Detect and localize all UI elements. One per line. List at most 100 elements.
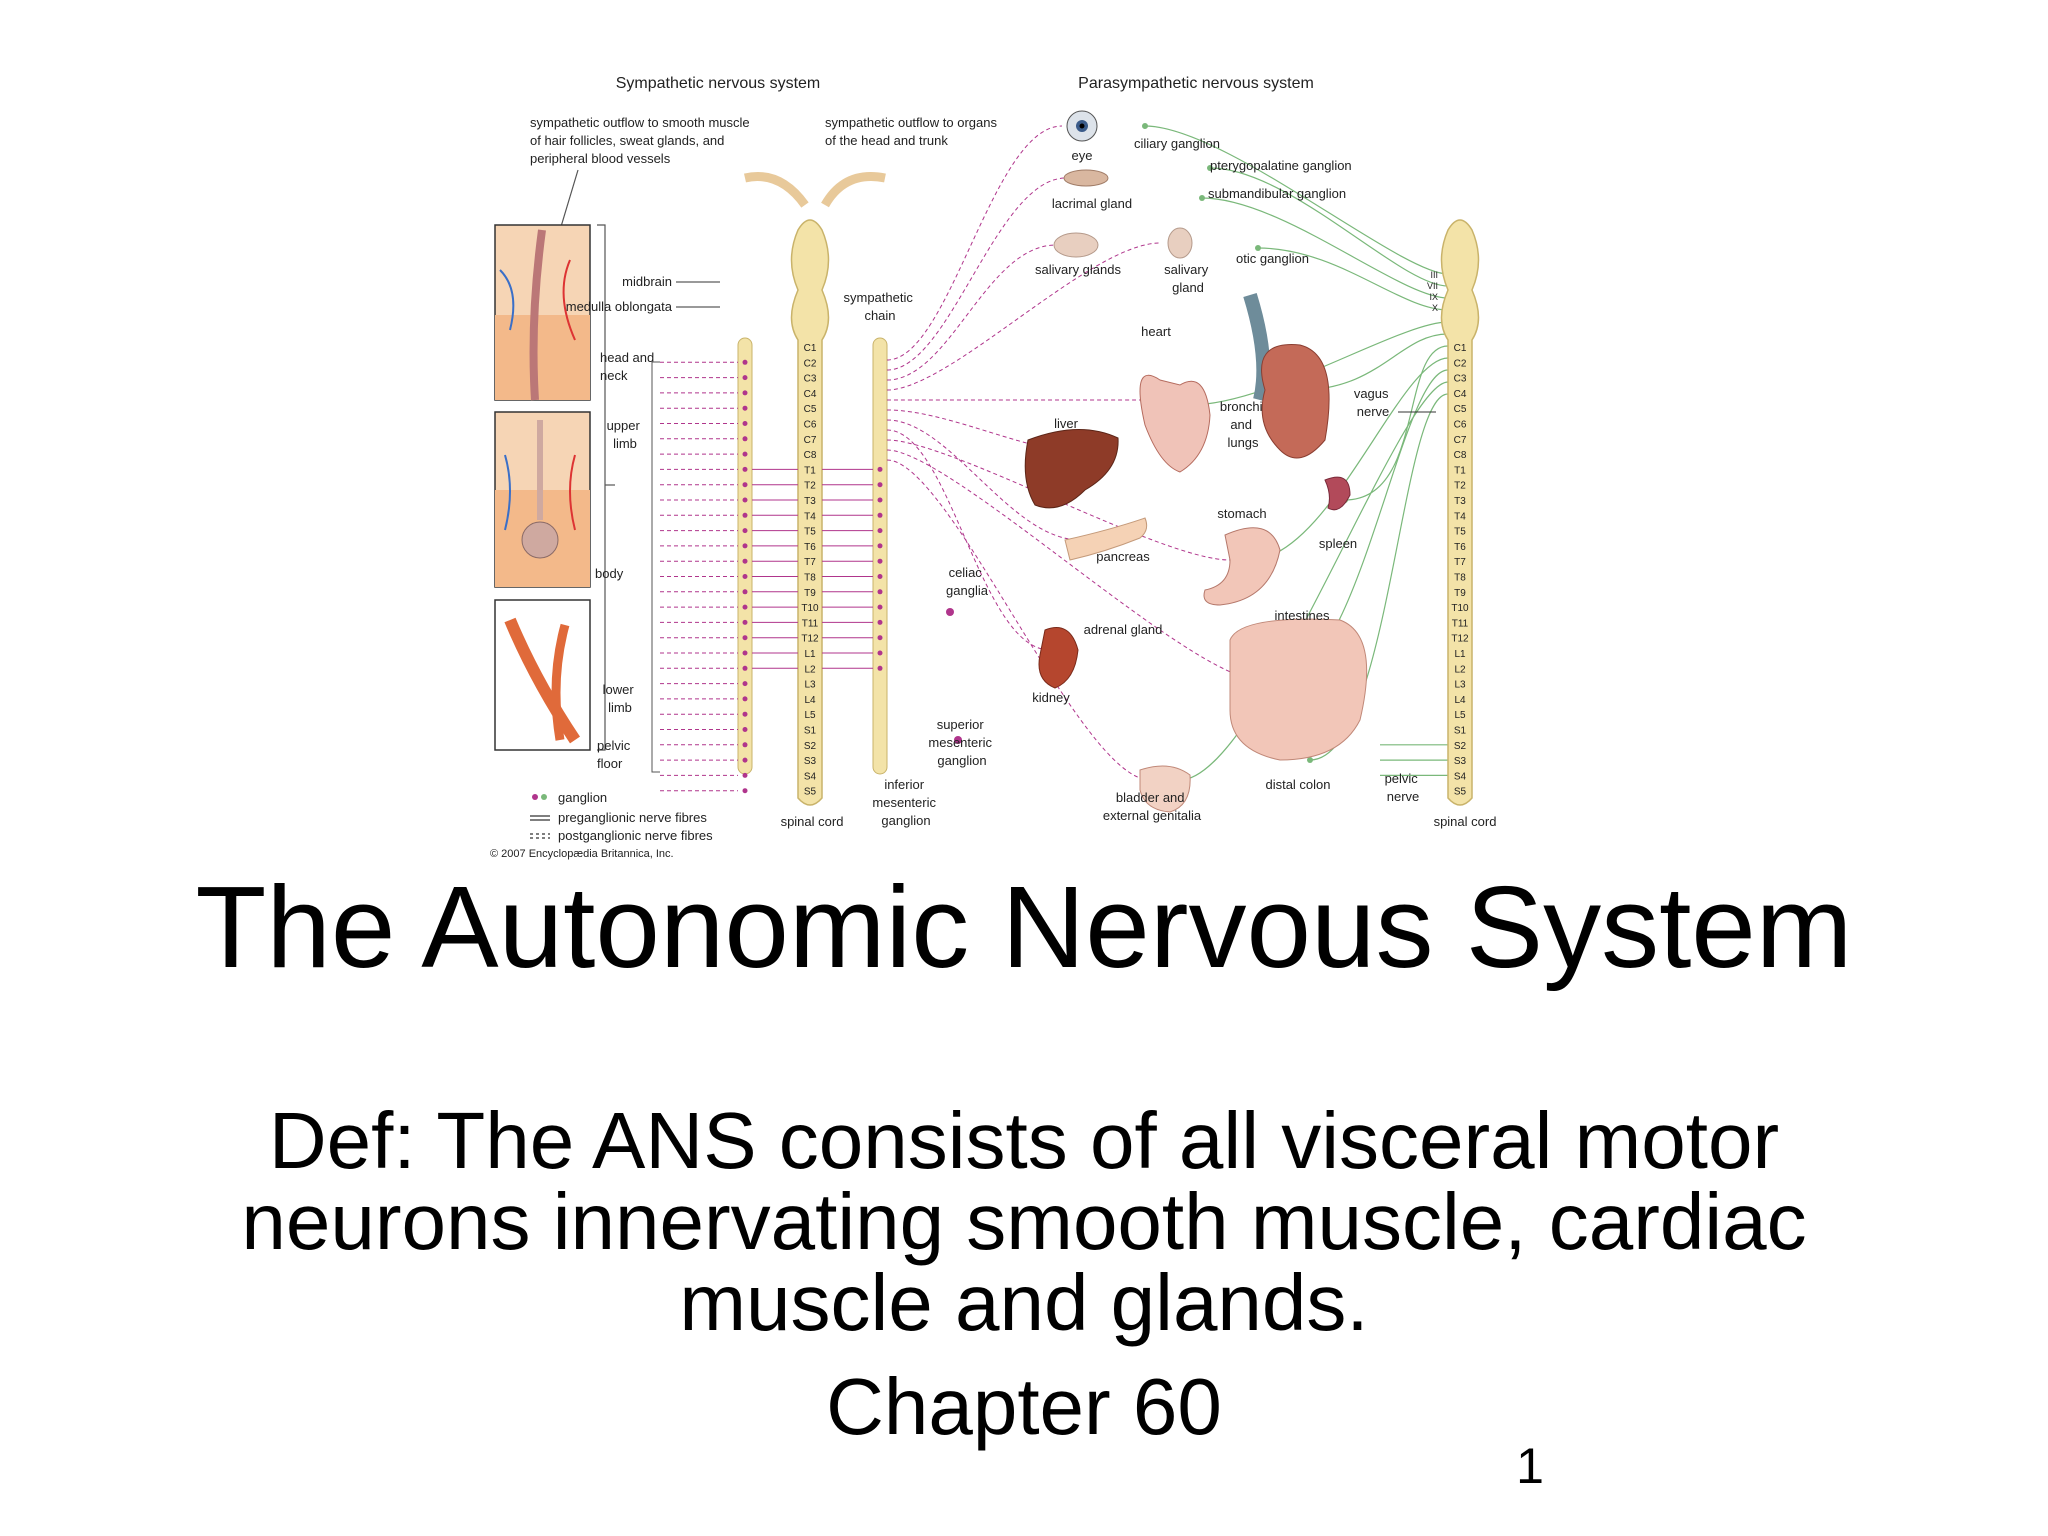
liver-icon xyxy=(1024,429,1119,509)
cranial-nerve-label: X xyxy=(1432,303,1438,313)
ganglion-dot xyxy=(742,788,748,794)
vertebra-label: T3 xyxy=(804,496,816,507)
region-body: body xyxy=(595,566,624,581)
ganglion-dot xyxy=(1207,165,1213,171)
vertebra-label: C6 xyxy=(1454,420,1467,431)
eye-icon xyxy=(1066,110,1098,142)
ganglion-dot xyxy=(1199,195,1205,201)
vertebra-label: C4 xyxy=(1454,389,1467,400)
ganglion-dot xyxy=(877,497,883,503)
vertebra-label: S3 xyxy=(804,756,817,767)
lacrimal-gland-icon xyxy=(1063,169,1109,187)
vertebra-label: T11 xyxy=(1452,618,1469,629)
vertebra-label: T8 xyxy=(804,573,816,584)
vertebra-label: C3 xyxy=(804,374,817,385)
vertebra-label: T1 xyxy=(1454,465,1466,476)
vertebra-label: T11 xyxy=(802,618,819,629)
skin-panel-hair xyxy=(494,224,591,401)
region-head-neck: head and neck xyxy=(600,350,658,383)
ganglion-dot xyxy=(742,451,748,457)
sympathetic-chain-label: sympathetic chain xyxy=(844,290,917,323)
vertebra-label: T9 xyxy=(804,588,816,599)
skin-outflow-note: sympathetic outflow to smooth muscle of … xyxy=(530,115,753,166)
ganglion-dot xyxy=(742,574,748,579)
ganglion-dot xyxy=(877,528,883,534)
superior-mesenteric-label: superior mesenteric ganglion xyxy=(928,717,995,768)
ganglion-dot xyxy=(877,466,883,472)
cranial-nerve-label: III xyxy=(1430,270,1438,280)
vertebra-label: S1 xyxy=(1454,726,1467,737)
definition-text: Def: The ANS consists of all visceral mo… xyxy=(241,1096,1807,1347)
ganglion-dot xyxy=(742,359,748,365)
bronchi-lungs-label: bronchi and lungs xyxy=(1220,399,1266,450)
trachea-icon xyxy=(1243,292,1271,402)
skin-panel-vessel xyxy=(494,599,591,751)
ganglion-dot xyxy=(742,558,748,564)
vertebra-label: C6 xyxy=(804,420,817,431)
eye-label: eye xyxy=(1072,148,1093,163)
vertebra-label: S2 xyxy=(804,741,817,752)
intestines-icon xyxy=(1229,618,1368,761)
submandibular-ganglion-label: submandibular ganglion xyxy=(1208,186,1346,201)
sympathetic-chain-cord xyxy=(872,337,888,775)
parasympathetic-fiber xyxy=(1209,167,1449,287)
ganglion-dot xyxy=(1307,757,1313,763)
legend-ganglion-dot xyxy=(532,794,538,800)
vertebra-label: C2 xyxy=(1454,358,1467,369)
vertebra-label: C8 xyxy=(1454,450,1467,461)
outflow-arrow-right xyxy=(821,172,886,208)
otic-ganglion-label: otic ganglion xyxy=(1236,251,1309,266)
ganglion-dot xyxy=(742,619,748,625)
vertebra-label: T5 xyxy=(804,527,816,538)
lungs-icon xyxy=(1261,344,1330,459)
ganglion-dot xyxy=(742,696,748,702)
vertebra-label: C2 xyxy=(804,358,817,369)
ganglion-dot xyxy=(742,711,748,717)
salivary-glands-label: salivary glands xyxy=(1035,262,1121,277)
vertebra-label: T8 xyxy=(1454,573,1466,584)
sympathetic-fiber xyxy=(886,244,1057,381)
ganglion-dot xyxy=(877,589,883,595)
vertebra-label: C4 xyxy=(804,389,817,400)
legend: ganglion preganglionic nerve fibres post… xyxy=(530,790,713,843)
vertebra-label: T9 xyxy=(1454,588,1466,599)
outflow-arrow-left xyxy=(743,172,809,208)
spinal-cord-center: C1C2C3C4C5C6C7C8T1T2T3T4T5T6T7T8T9T10T11… xyxy=(790,219,830,806)
adrenal-gland-label: adrenal gland xyxy=(1084,622,1163,637)
region-pelvic-floor: pelvic floor xyxy=(597,738,634,771)
pancreas-icon xyxy=(1064,517,1148,561)
vertebra-label: T1 xyxy=(804,465,816,476)
ganglion-dot xyxy=(742,512,748,518)
vertebra-label: T6 xyxy=(1454,542,1466,553)
vagus-nerve-label: vagus nerve xyxy=(1354,386,1392,419)
ganglion-dot xyxy=(877,558,883,564)
ganglion-dot xyxy=(742,466,748,472)
heart-label: heart xyxy=(1141,324,1171,339)
slide-title: The Autonomic Nervous System xyxy=(195,862,1853,992)
vertebra-label: C1 xyxy=(1454,343,1467,354)
celiac-ganglia-label: celiac ganglia xyxy=(946,565,989,598)
inferior-mesenteric-label: inferior mesenteric ganglion xyxy=(872,777,939,828)
ganglion-dot xyxy=(1255,245,1261,251)
vertebra-label: T10 xyxy=(801,603,819,614)
distal-colon-label: distal colon xyxy=(1265,777,1330,792)
vertebra-label: T3 xyxy=(1454,496,1466,507)
ans-diagram: Sympathetic nervous system Parasympathet… xyxy=(490,75,1496,860)
ganglion-dot xyxy=(877,604,883,610)
legend-ganglion-label: ganglion xyxy=(558,790,607,805)
ganglion-dot xyxy=(742,742,748,748)
ganglion-dot xyxy=(946,608,954,616)
parasympathetic-fiber xyxy=(1201,197,1449,299)
cranial-nerve-label: IX xyxy=(1429,292,1438,302)
vertebra-label: S3 xyxy=(1454,756,1467,767)
vertebra-label: T4 xyxy=(1454,511,1466,522)
pancreas-label: pancreas xyxy=(1096,549,1150,564)
lacrimal-gland-label: lacrimal gland xyxy=(1052,196,1132,211)
region-lower-limb: lower limb xyxy=(603,682,638,715)
vertebra-label: T10 xyxy=(1451,603,1469,614)
intestines-label: intestines xyxy=(1275,608,1330,623)
parasympathetic-fiber xyxy=(1249,357,1449,561)
heart-icon xyxy=(1139,374,1211,473)
vertebra-label: C5 xyxy=(1454,404,1467,415)
